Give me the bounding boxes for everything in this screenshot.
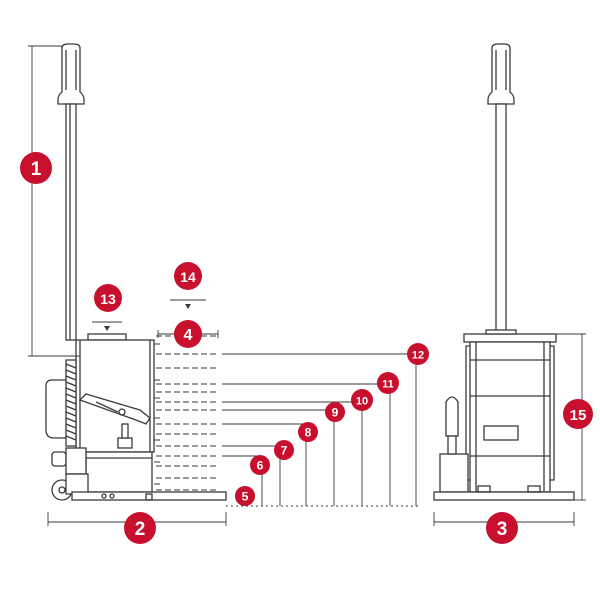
front-window [483,425,519,441]
callout-8: 8 [298,422,318,442]
callout-13-label: 13 [100,291,116,307]
spring [65,359,77,447]
callout-7-label: 7 [281,444,288,458]
front-pump [439,453,469,493]
callouts: 1 2 3 4 5 6 7 8 [20,152,593,544]
stage-notches [154,343,160,485]
front-handle-grip [487,43,515,105]
callout-2-label: 2 [135,519,146,540]
spring-coil [65,363,77,441]
callout-6-label: 6 [257,459,264,473]
front-handle-shaft [495,103,507,337]
release-knob [51,451,67,467]
reservoir [85,451,153,493]
callout-8-label: 8 [305,426,312,440]
arrow-13 [104,326,110,331]
callout-14: 14 [174,262,202,290]
callout-5: 5 [235,486,255,506]
callout-13: 13 [94,284,122,312]
callout-2: 2 [124,512,156,544]
handle-shaft [65,103,77,341]
callout-5-label: 5 [242,490,249,504]
callout-4-label: 4 [184,327,193,344]
callout-14-label: 14 [180,269,196,285]
pump-pivot [118,408,126,416]
handle-bracket [45,379,66,439]
callout-3: 3 [486,512,518,544]
caster-mount [65,473,89,495]
callout-12: 12 [407,343,429,365]
callout-10: 10 [351,389,373,411]
callout-1: 1 [20,152,52,184]
base-bolt [109,493,115,499]
callout-4: 4 [174,320,202,348]
valve-stem [121,423,129,439]
pump-lever [78,393,151,425]
callout-6: 6 [250,455,270,475]
front-saddle-top [485,329,517,335]
side-view [45,43,227,501]
front-body [469,341,551,493]
caster-hub [58,486,66,494]
valve [117,437,133,449]
callout-12-label: 12 [412,350,424,362]
callout-3-label: 3 [497,519,508,540]
callout-1-label: 1 [31,159,42,180]
handle-grip [57,43,85,105]
callout-15-label: 15 [570,407,587,424]
base-plate [71,491,227,501]
pump-lever-line [95,401,119,413]
base-bolt [101,493,107,499]
front-pump-stem [447,435,457,455]
callout-10-label: 10 [356,396,368,408]
arrow-14 [185,304,191,309]
callout-11: 11 [377,372,399,394]
front-saddle [463,333,557,343]
callout-15: 15 [563,399,593,429]
release-knob-body [65,447,87,475]
callout-9-label: 9 [332,406,339,420]
front-pump-lever [445,396,459,437]
front-base-foot [527,485,541,493]
front-base [433,491,575,501]
ram-top [87,333,127,341]
arrow-markers [104,304,191,331]
extension-stages [156,335,218,491]
front-view [433,43,575,501]
callout-7: 7 [274,440,294,460]
callout-11-label: 11 [382,379,394,391]
front-base-foot [477,485,491,493]
base-foot [145,493,153,501]
callout-9: 9 [325,402,345,422]
